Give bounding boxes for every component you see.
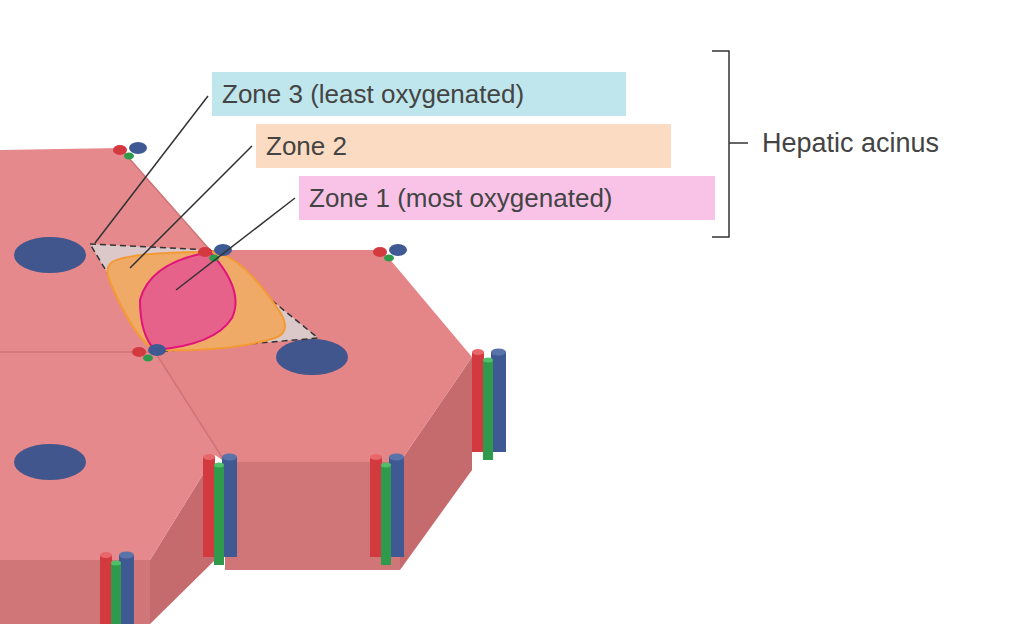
- zone-1-region: [140, 252, 236, 350]
- zone-label: Zone 2: [266, 133, 347, 159]
- zone-3-region: [90, 244, 318, 352]
- leader-line: [95, 96, 208, 243]
- zone-label-box: Zone 3 (least oxygenated): [212, 72, 626, 116]
- zone-label: Zone 3 (least oxygenated): [222, 81, 524, 107]
- central-vein: [14, 444, 86, 480]
- leader-line: [130, 146, 252, 268]
- zone-label-box: Zone 2: [256, 124, 671, 168]
- lobule-top: [0, 352, 225, 560]
- zone-label-box: Zone 1 (most oxygenated): [299, 176, 715, 220]
- bracket-label: Hepatic acinus: [762, 130, 939, 157]
- zone-label: Zone 1 (most oxygenated): [309, 185, 613, 211]
- central-vein: [276, 339, 348, 375]
- bracket: [729, 142, 748, 144]
- leader-line: [176, 198, 295, 290]
- zone-2-region: [107, 252, 285, 350]
- central-vein: [14, 237, 86, 273]
